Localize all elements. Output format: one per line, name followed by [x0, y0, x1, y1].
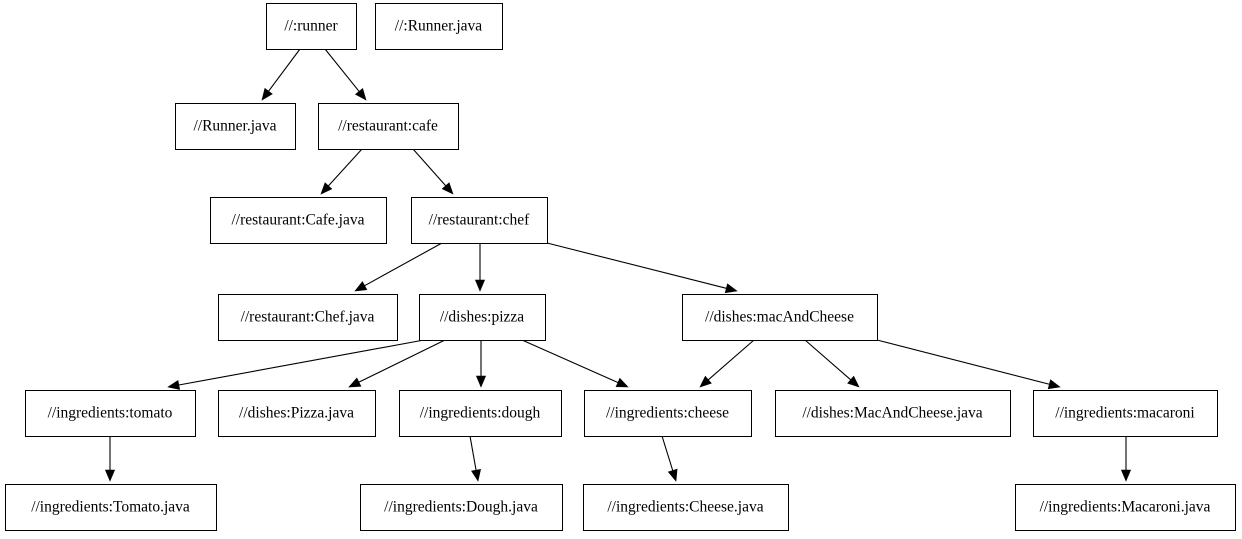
node-label-ing_macaroni_java: //ingredients:Macaroni.java — [1040, 499, 1211, 516]
node-label-ing_dough: //ingredients:dough — [420, 405, 541, 422]
node-label-runner_java: //Runner.java — [193, 118, 276, 135]
node-label-restaurant_chef: //restaurant:chef — [429, 212, 531, 229]
node-box-dishes_pizza_java[interactable] — [218, 390, 376, 437]
node-box-restaurant_cafe_java[interactable] — [210, 197, 387, 244]
node-label-ing_cheese: //ingredients:cheese — [606, 405, 729, 422]
node-label-dishes_mac_java: //dishes:MacAndCheese.java — [802, 405, 982, 422]
node-box-ing_tomato[interactable] — [25, 390, 196, 437]
node-label-ing_tomato: //ingredients:tomato — [48, 405, 173, 422]
edge-dishes_macandcheese-to-ing_macaroni — [876, 339, 1061, 390]
node-label-dishes_pizza_java: //dishes:Pizza.java — [239, 405, 354, 422]
node-ing_macaroni_java[interactable]: //ingredients:Macaroni.java — [1015, 484, 1236, 531]
edge-dishes_pizza-to-dishes_pizza_java — [348, 339, 446, 388]
node-ing_tomato_java[interactable]: //ingredients:Tomato.java — [5, 484, 217, 531]
node-restaurant_chef_java[interactable]: //restaurant:Chef.java — [218, 294, 398, 341]
node-root_runner_java[interactable]: //:Runner.java — [375, 3, 503, 50]
node-ing_macaroni[interactable]: //ingredients:macaroni — [1033, 390, 1218, 437]
node-dishes_macandcheese[interactable]: //dishes:macAndCheese — [682, 294, 878, 341]
edge-restaurant_cafe-to-restaurant_cafe_java — [320, 148, 363, 195]
node-label-runner: //:runner — [284, 18, 338, 35]
node-label-restaurant_cafe_java: //restaurant:Cafe.java — [232, 212, 365, 229]
node-label-dishes_pizza: //dishes:pizza — [440, 309, 524, 326]
node-box-dishes_pizza[interactable] — [419, 294, 546, 341]
node-ing_tomato[interactable]: //ingredients:tomato — [25, 390, 196, 437]
edge-restaurant_chef-to-dishes_pizza — [474, 243, 486, 292]
node-label-ing_tomato_java: //ingredients:Tomato.java — [31, 499, 190, 516]
node-runner[interactable]: //:runner — [266, 3, 357, 50]
node-layer: //:runner //:Runner.java //Runner.java //re… — [5, 3, 1236, 531]
node-box-runner[interactable] — [266, 3, 357, 50]
node-label-ing_cheese_java: //ingredients:Cheese.java — [607, 499, 763, 516]
node-label-restaurant_cafe: //restaurant:cafe — [338, 118, 438, 135]
edge-restaurant_chef-to-restaurant_chef_java — [354, 242, 443, 292]
edge-restaurant_cafe-to-restaurant_chef — [412, 148, 454, 195]
node-ing_cheese_java[interactable]: //ingredients:Cheese.java — [583, 484, 789, 531]
node-restaurant_cafe[interactable]: //restaurant:cafe — [318, 103, 459, 150]
edge-runner-to-runner_java — [261, 48, 301, 101]
edge-ing_cheese-to-ing_cheese_java — [661, 435, 678, 482]
edge-dishes_pizza-to-ing_dough — [475, 340, 487, 388]
node-box-ing_dough_java[interactable] — [360, 484, 563, 531]
edge-ing_tomato-to-ing_tomato_java — [104, 436, 116, 482]
node-box-dishes_mac_java[interactable] — [775, 390, 1011, 437]
edge-dishes_macandcheese-to-dishes_mac_java — [804, 339, 860, 388]
node-box-ing_cheese_java[interactable] — [583, 484, 789, 531]
node-label-root_runner_java: //:Runner.java — [395, 18, 483, 35]
edge-dishes_macandcheese-to-ing_cheese — [699, 339, 755, 388]
node-label-ing_dough_java: //ingredients:Dough.java — [384, 499, 538, 516]
node-label-dishes_macandcheese: //dishes:macAndCheese — [705, 309, 854, 326]
node-runner_java[interactable]: //Runner.java — [175, 103, 296, 150]
node-box-root_runner_java[interactable] — [375, 3, 503, 50]
edge-runner-to-restaurant_cafe — [324, 48, 367, 101]
node-box-runner_java[interactable] — [175, 103, 296, 150]
node-box-ing_cheese[interactable] — [584, 390, 752, 437]
edge-ing_macaroni-to-ing_macaroni_java — [1120, 436, 1132, 482]
node-label-ing_macaroni: //ingredients:macaroni — [1055, 405, 1195, 422]
node-dishes_pizza[interactable]: //dishes:pizza — [419, 294, 546, 341]
node-box-restaurant_chef[interactable] — [411, 197, 548, 244]
node-box-ing_macaroni[interactable] — [1033, 390, 1218, 437]
node-label-restaurant_chef_java: //restaurant:Chef.java — [241, 309, 375, 326]
node-restaurant_chef[interactable]: //restaurant:chef — [411, 197, 548, 244]
edge-dishes_pizza-to-ing_cheese — [521, 339, 629, 388]
node-ing_dough_java[interactable]: //ingredients:Dough.java — [360, 484, 563, 531]
node-box-ing_dough[interactable] — [399, 390, 562, 437]
node-dishes_mac_java[interactable]: //dishes:MacAndCheese.java — [775, 390, 1011, 437]
edge-restaurant_chef-to-dishes_macandcheese — [546, 242, 738, 294]
node-dishes_pizza_java[interactable]: //dishes:Pizza.java — [218, 390, 376, 437]
edge-dishes_pizza-to-ing_tomato — [167, 339, 425, 390]
node-ing_dough[interactable]: //ingredients:dough — [399, 390, 562, 437]
node-box-restaurant_chef_java[interactable] — [218, 294, 398, 341]
edge-layer — [104, 48, 1132, 482]
node-box-restaurant_cafe[interactable] — [318, 103, 459, 150]
node-box-dishes_macandcheese[interactable] — [682, 294, 878, 341]
node-restaurant_cafe_java[interactable]: //restaurant:Cafe.java — [210, 197, 387, 244]
edge-ing_dough-to-ing_dough_java — [469, 435, 481, 482]
node-ing_cheese[interactable]: //ingredients:cheese — [584, 390, 752, 437]
node-box-ing_tomato_java[interactable] — [5, 484, 217, 531]
node-box-ing_macaroni_java[interactable] — [1015, 484, 1236, 531]
